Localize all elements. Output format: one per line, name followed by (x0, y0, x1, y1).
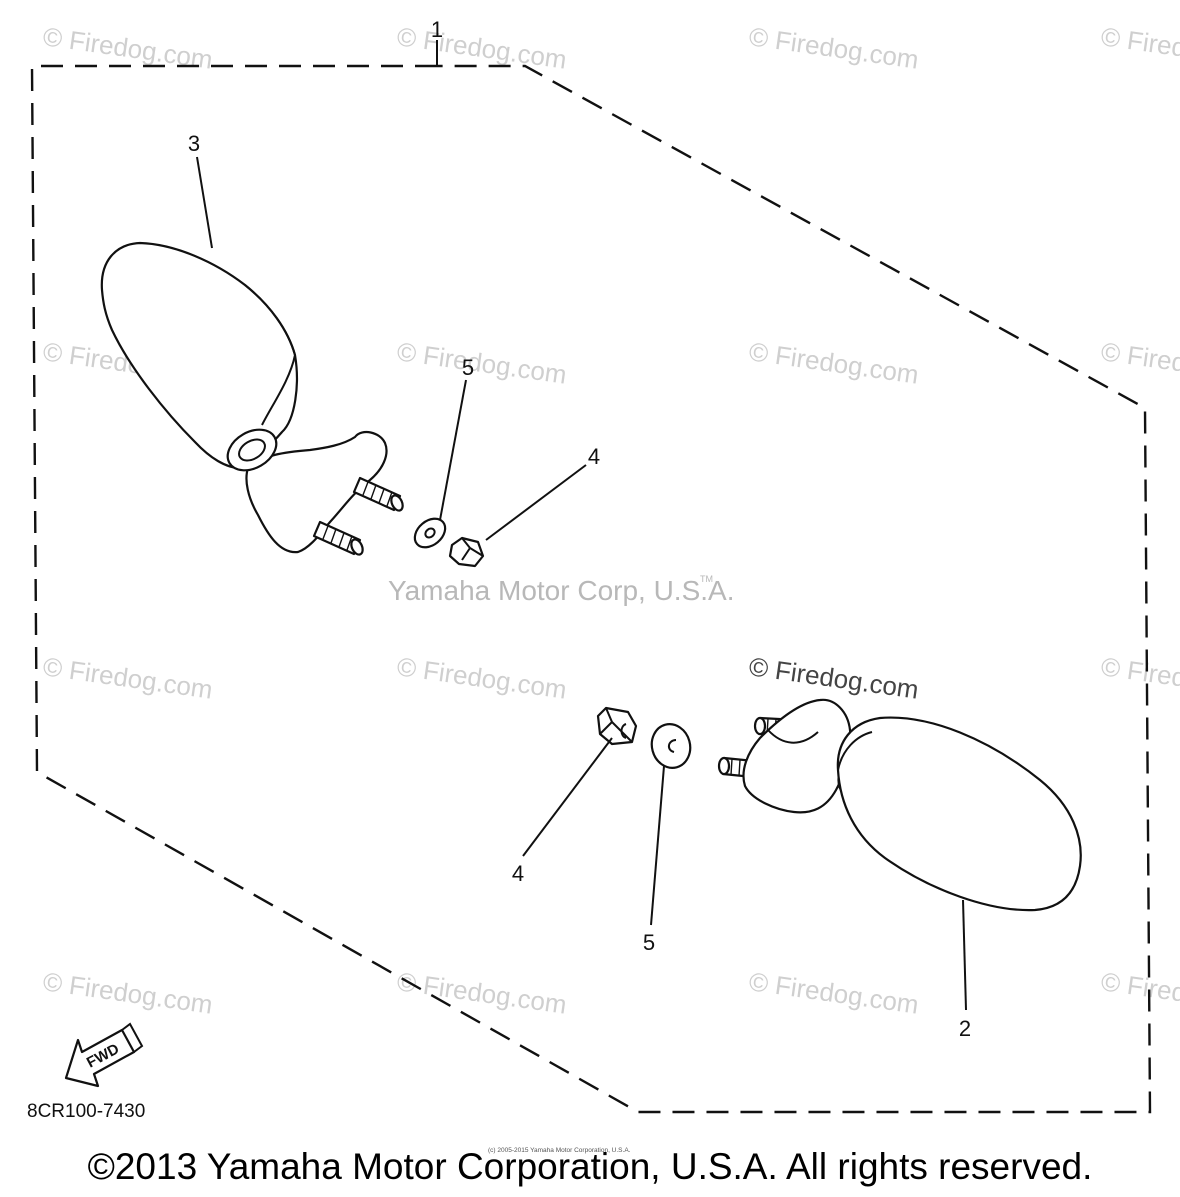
mirror-left-stud-lower (312, 520, 364, 556)
leader-line-4-upper (485, 464, 587, 541)
mirror-left-stud-upper (352, 476, 404, 512)
watermark-firedog: © Firedog.com (1099, 966, 1180, 1019)
mirror-left-housing (100, 241, 298, 470)
callout-4-lower: 4 (512, 861, 524, 886)
watermark-firedog: © Firedog.com (41, 966, 214, 1019)
callout-4-upper: 4 (588, 444, 600, 469)
watermark-firedog: © Firedog.com (395, 651, 568, 704)
mirror-left (100, 156, 404, 556)
watermark-center: Yamaha Motor Corp, U.S.A. (388, 575, 735, 606)
watermark-firedog: © Firedog.com (747, 21, 920, 74)
mirror-right-housing (836, 716, 1082, 912)
leader-line-2 (962, 899, 967, 1011)
mirror-left-pivot-hole (238, 438, 266, 462)
leader-line-5-upper (439, 379, 467, 521)
callout-5-lower: 5 (643, 930, 655, 955)
watermark-firedog: © Firedog.com (1099, 21, 1180, 74)
nut-left (448, 464, 587, 568)
callout-labels: 1 3 5 4 4 5 2 (188, 17, 971, 1041)
watermark-firedog: © Firedog.com (395, 336, 568, 389)
callout-2: 2 (959, 1016, 971, 1041)
watermark-tm: TM (700, 574, 713, 584)
leader-line-5-lower (650, 765, 665, 926)
mirror-left-stay-base (245, 430, 388, 554)
watermark-firedog: © Firedog.com (395, 966, 568, 1019)
watermark-firedog-overlay: © Firedog.com (747, 651, 920, 704)
mirror-right-rim (837, 731, 873, 771)
callout-1: 1 (431, 17, 443, 42)
watermark-firedog: © Firedog.com (41, 651, 214, 704)
fwd-arrow-icon (64, 1028, 136, 1088)
watermark-firedog: © Firedog.com (747, 336, 920, 389)
washer-left (413, 379, 467, 549)
watermark-firedog: © Firedog.com (1099, 336, 1180, 389)
leader-line-4-lower (522, 737, 613, 857)
tiny-credit: (c) 2005-2015 Yamaha Motor Corporation, … (488, 1147, 631, 1154)
nut-right (522, 706, 638, 857)
callout-3: 3 (188, 131, 200, 156)
mirror-left-pivot (226, 428, 278, 472)
mirror-right-stay-edge (767, 729, 819, 744)
watermark-firedog: © Firedog.com (1099, 651, 1180, 704)
watermark-firedog: © Firedog.com (747, 966, 920, 1019)
mirror-right (717, 698, 1082, 1011)
mirror-left-rim (244, 284, 297, 426)
leader-line-3 (196, 156, 213, 249)
kit-outline (30, 64, 1152, 1114)
diagram-code: 8CR100-7430 (27, 1101, 145, 1122)
copyright-footer: ©2013 Yamaha Motor Corporation, U.S.A. A… (88, 1146, 1093, 1187)
fwd-arrow-depth (121, 1022, 144, 1053)
callout-5-upper: 5 (462, 355, 474, 380)
washer-right (650, 723, 692, 926)
fwd-arrow: FWD (64, 1022, 144, 1088)
mirror-right-stay-base (742, 698, 852, 814)
